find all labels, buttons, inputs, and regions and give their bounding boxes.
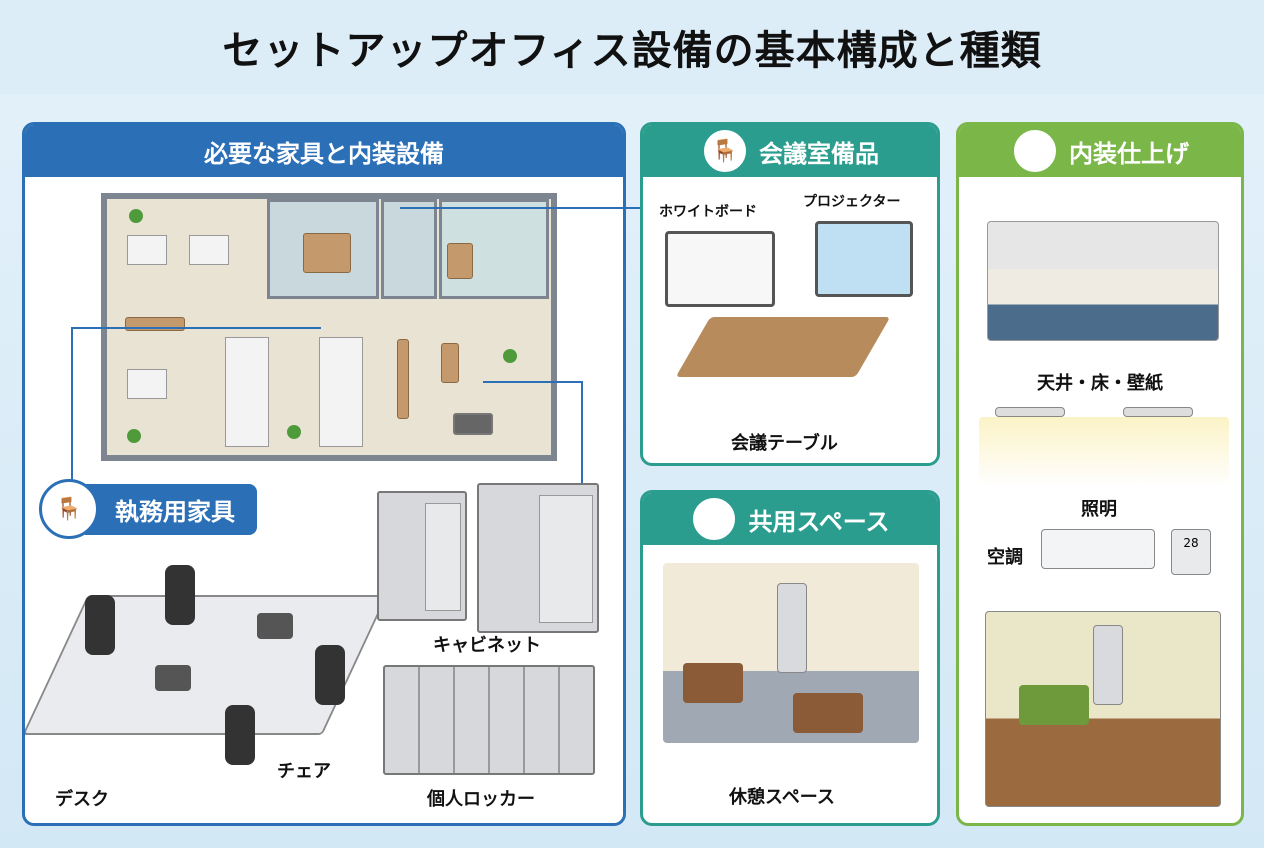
chair-label: チェア [277,761,331,782]
cabinet-icon [377,491,467,621]
finish-label: 天井・床・壁紙 [1037,373,1163,394]
connector-line [483,381,583,383]
meeting-panel-header: 🪑 会議室備品 [643,125,937,177]
desk-icon [127,369,167,399]
fridge-icon [1093,625,1123,705]
air-conditioner-icon [1041,529,1155,569]
table-icon [441,343,459,383]
armchair-icon [683,663,743,703]
projector-screen-icon [815,221,913,297]
interior-panel-header: ▛ 内装仕上げ [959,125,1241,177]
sofa-icon [1019,685,1089,725]
locker-icon [383,665,595,775]
whiteboard-icon [665,231,775,307]
laptop-icon [257,613,293,639]
desk-icon [189,235,229,265]
plant-icon [287,425,301,439]
chair-icon [225,705,255,765]
meeting-panel: 🪑 会議室備品 ホワイトボード プロジェクター 会議テーブル [640,122,940,466]
desk-island [319,337,363,447]
chair-icon [315,645,345,705]
common-space-panel: 🛋 共用スペース 休憩スペース [640,490,940,826]
small-room [381,199,437,299]
conference-table-icon [675,317,891,377]
connector-line [71,327,73,487]
plant-icon [503,349,517,363]
connector-line [400,207,640,209]
sofa-icon: 🛋 [690,495,739,543]
room-corner-icon: ▛ [1011,127,1059,175]
connector-line [581,381,583,511]
aircon-label: 空調 [987,547,1023,568]
light-beam [979,417,1229,487]
desk-label: デスク [55,789,109,810]
plant-icon [127,429,141,443]
whiteboard-label: ホワイトボード [659,204,757,220]
lighting-label: 照明 [1081,499,1117,520]
furniture-panel-header: 必要な家具と内装設備 [25,125,623,177]
interior-panel: ▛ 内装仕上げ 天井・床・壁紙 照明 空調 28 [956,122,1244,826]
office-floor-plan [101,193,557,461]
common-panel-header: 🛋 共用スペース [643,493,937,545]
ceiling-light-icon [995,407,1065,417]
locker-label: 個人ロッカー [427,789,535,810]
page-title: セットアップオフィス設備の基本構成と種類 [0,0,1264,94]
chair-desk-icon: 🪑 [39,479,99,539]
laptop-icon [155,665,191,691]
meeting-table-label: 会議テーブル [731,433,838,454]
cabinet-label: キャビネット [433,635,541,656]
chair-icon [165,565,195,625]
meeting-table-icon: 🪑 [701,127,749,175]
ceiling-floor-wall-illustration [987,221,1219,341]
desk-icon [127,235,167,265]
work-furniture-label: 🪑 執務用家具 [39,479,257,539]
fridge-icon [777,583,807,673]
lounge-label: 休憩スペース [729,787,835,808]
sofa-icon [453,413,493,435]
thermostat-icon: 28 [1171,529,1211,575]
cabinet-icon [477,483,599,633]
desk-island [225,337,269,447]
projector-label: プロジェクター [803,194,901,210]
chair-icon [85,595,115,655]
meeting-table-icon [303,233,351,273]
ceiling-light-icon [1123,407,1193,417]
connector-line [71,327,321,329]
plant-icon [129,209,143,223]
shelf-icon [397,339,409,419]
kitchen-table-icon [447,243,473,279]
armchair-icon [793,693,863,733]
furniture-panel: 必要な家具と内装設備 🪑 執務用家具 デスク チェア キャビネット 個人ロッカー [22,122,626,826]
